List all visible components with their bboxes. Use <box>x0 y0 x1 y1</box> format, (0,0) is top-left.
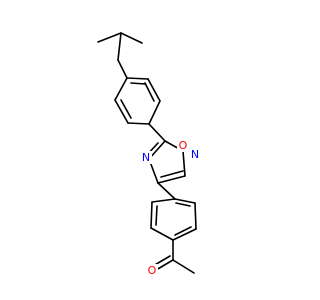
bond-bottom-ring-1 <box>151 198 176 203</box>
bond-oxadiazole-double-2 <box>160 170 184 178</box>
bond-oxadiazole-c3-n2 <box>157 175 186 184</box>
bond-bottom-ring-double-1 <box>155 205 158 226</box>
bond-oxadiazole-n2-o1 <box>182 150 186 177</box>
atom-label-n-right: N <box>191 148 199 161</box>
atom-label-bg-o-carbonyl <box>146 264 158 277</box>
bond-bottom-ring-5 <box>194 202 197 230</box>
bond-to-top-ring <box>117 59 128 79</box>
bond-carbonyl-methyl <box>172 259 195 274</box>
bond-top-ring-5 <box>147 78 161 102</box>
atom-label-layer: N O N O <box>140 139 201 277</box>
bond-bottom-ring-double-3 <box>175 202 191 207</box>
atom-label-bg-o-ring <box>177 139 189 152</box>
bond-top-ring-2 <box>114 99 129 124</box>
atom-label-bg-n-right <box>189 148 201 161</box>
bond-top-ring-1 <box>114 77 128 101</box>
molecule-structure: N O N O <box>97 32 201 277</box>
bond-layer <box>97 32 197 274</box>
bond-bottom-ring-double-2 <box>174 226 192 236</box>
bond-top-ring-3 <box>127 122 150 125</box>
bond-top-ring-double-3 <box>130 82 146 85</box>
bond-bottom-ring-4 <box>172 228 197 241</box>
atom-label-n-left: N <box>142 151 150 164</box>
bond-oxadiazole-to-bottom-ring <box>157 182 176 200</box>
bond-top-ring-4 <box>148 100 161 125</box>
bond-bottom-ring-3 <box>150 227 174 241</box>
atom-label-o-ring: O <box>179 139 188 152</box>
bond-methyl-left <box>97 32 122 43</box>
bond-methyl-right <box>120 32 143 44</box>
atom-label-bg-n-left <box>140 151 152 164</box>
bond-top-ring-6 <box>126 77 149 80</box>
bond-top-ring-double-1 <box>120 99 132 119</box>
bond-carbonyl-oxygen-1 <box>155 259 174 271</box>
bond-bottom-ring-2 <box>150 201 153 229</box>
bond-top-ring-double-2 <box>144 82 155 102</box>
bond-isobutyl-ch2 <box>117 32 122 61</box>
bond-bottom-ring-6 <box>174 198 196 204</box>
atom-label-o-carbonyl: O <box>148 264 157 277</box>
molecule-canvas: N O N O <box>97 32 201 277</box>
bond-top-ring-to-oxadiazole <box>148 123 166 142</box>
